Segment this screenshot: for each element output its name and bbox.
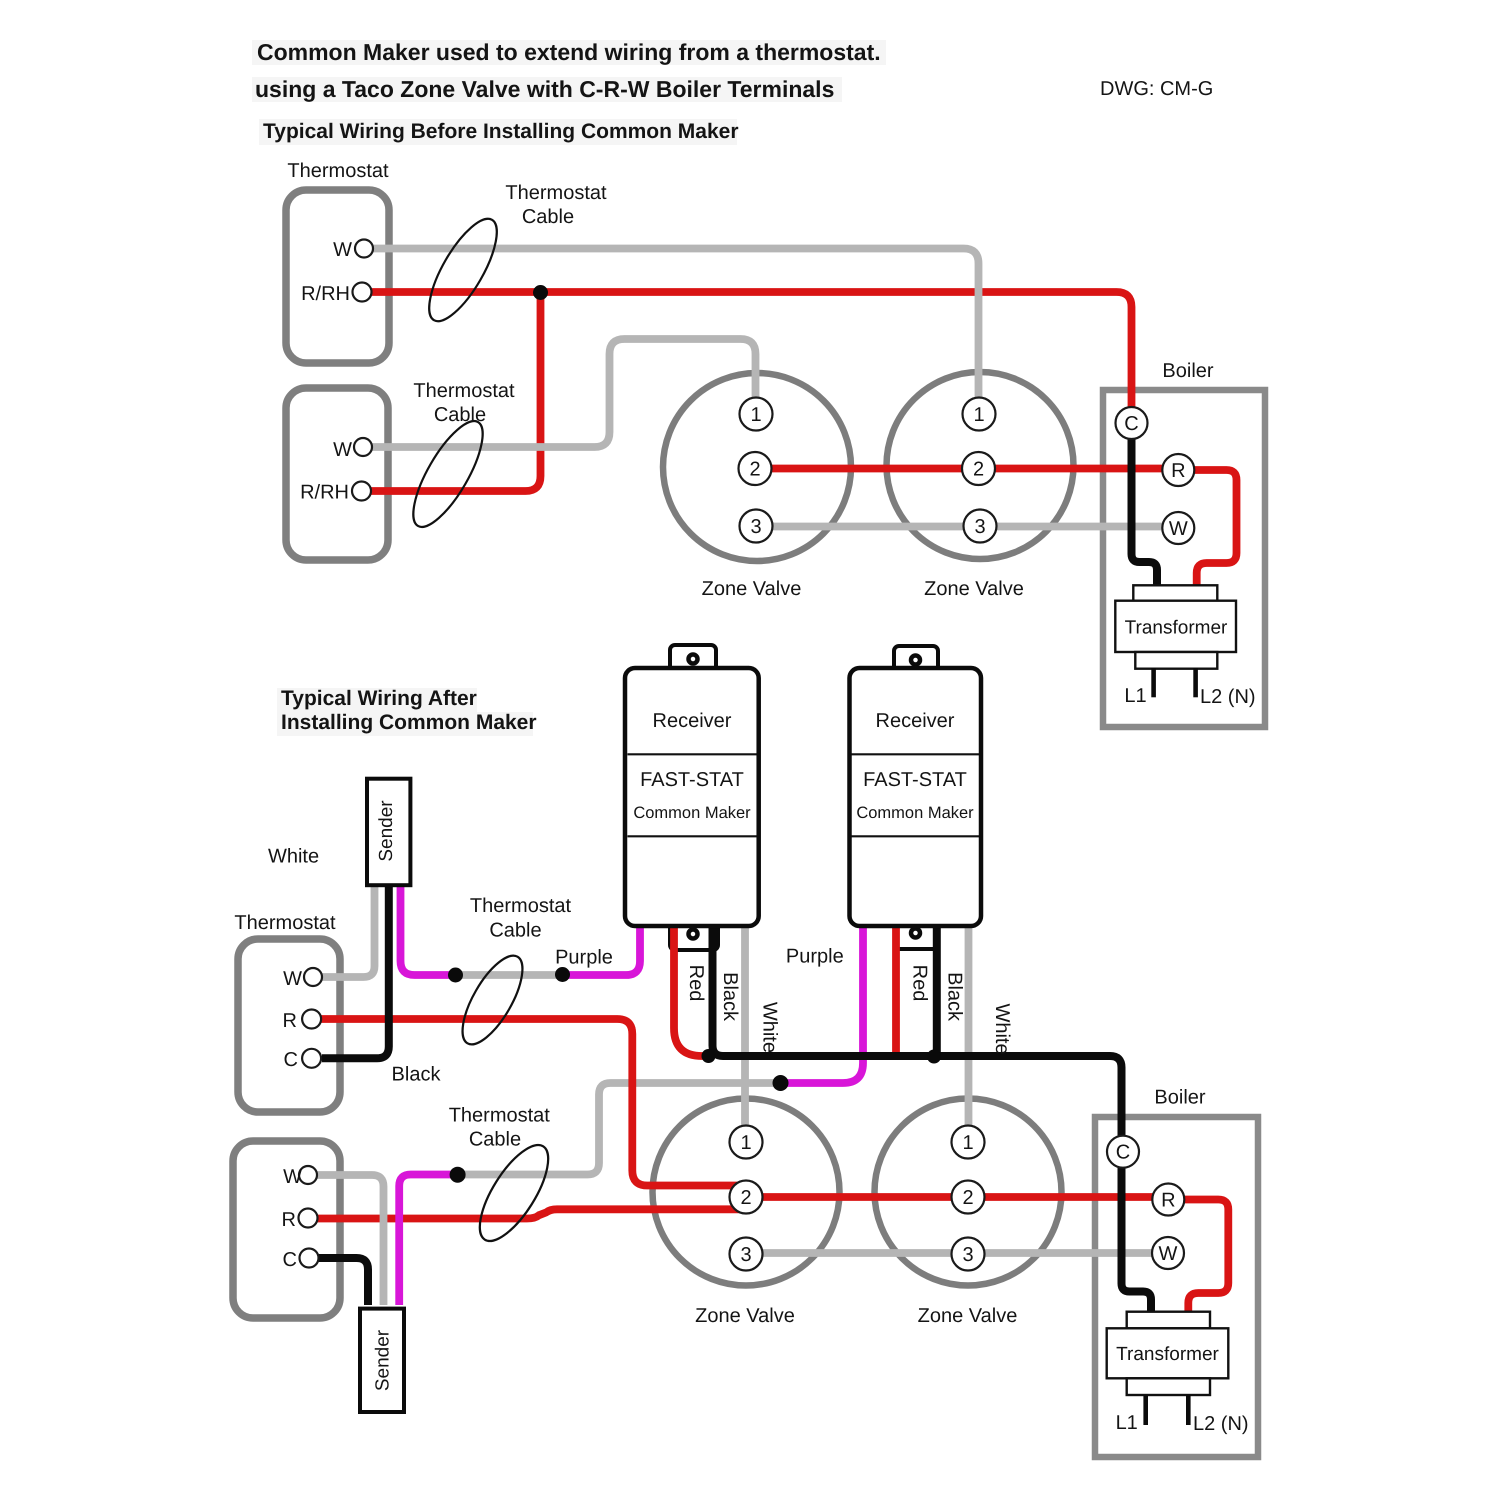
svg-text:Black: Black <box>719 972 741 1022</box>
svg-text:Common Maker: Common Maker <box>633 804 751 822</box>
svg-text:Typical Wiring Before Installi: Typical Wiring Before Installing Common … <box>263 120 739 143</box>
svg-text:W: W <box>283 968 302 990</box>
svg-text:W: W <box>333 239 352 261</box>
svg-text:Thermostat: Thermostat <box>470 895 572 917</box>
svg-text:R/RH: R/RH <box>301 283 350 305</box>
svg-text:3: 3 <box>974 516 985 538</box>
svg-text:Boiler: Boiler <box>1162 360 1213 382</box>
svg-text:R: R <box>1161 1190 1175 1212</box>
svg-text:C: C <box>284 1049 298 1071</box>
svg-text:W: W <box>283 1166 302 1188</box>
svg-text:Typical Wiring After: Typical Wiring After <box>281 687 477 710</box>
svg-text:Thermostat: Thermostat <box>287 160 389 182</box>
svg-text:Cable: Cable <box>489 920 541 942</box>
svg-text:White: White <box>991 1003 1013 1054</box>
svg-text:Zone Valve: Zone Valve <box>924 578 1024 600</box>
svg-text:Thermostat: Thermostat <box>505 182 607 204</box>
svg-text:Common Maker: Common Maker <box>856 804 974 822</box>
svg-text:Cable: Cable <box>469 1129 521 1151</box>
svg-text:L1: L1 <box>1116 1412 1138 1434</box>
svg-text:3: 3 <box>962 1244 973 1266</box>
svg-text:using a Taco Zone Valve with C: using a Taco Zone Valve with C-R-W Boile… <box>255 76 834 102</box>
svg-text:L1: L1 <box>1124 685 1146 707</box>
svg-text:2: 2 <box>740 1187 751 1209</box>
svg-text:Boiler: Boiler <box>1154 1087 1205 1109</box>
svg-text:L2 (N): L2 (N) <box>1200 686 1256 708</box>
svg-text:DWG: CM-G: DWG: CM-G <box>1100 78 1213 100</box>
svg-text:W: W <box>1169 518 1188 540</box>
svg-text:Thermostat: Thermostat <box>234 912 336 934</box>
svg-text:Zone Valve: Zone Valve <box>695 1305 795 1327</box>
svg-text:Installing Common Maker: Installing Common Maker <box>281 711 537 734</box>
svg-text:2: 2 <box>749 459 760 481</box>
svg-text:1: 1 <box>973 404 984 426</box>
svg-text:Black: Black <box>944 972 966 1022</box>
svg-text:Transformer: Transformer <box>1125 618 1228 639</box>
svg-text:2: 2 <box>973 459 984 481</box>
svg-text:Sender: Sender <box>373 1329 394 1391</box>
svg-text:1: 1 <box>962 1132 973 1154</box>
svg-text:C: C <box>283 1249 297 1271</box>
svg-text:FAST-STAT: FAST-STAT <box>863 769 967 791</box>
svg-text:1: 1 <box>740 1132 751 1154</box>
svg-text:Zone Valve: Zone Valve <box>918 1305 1018 1327</box>
svg-text:Transformer: Transformer <box>1116 1344 1219 1365</box>
svg-text:R: R <box>282 1209 296 1231</box>
svg-text:Thermostat: Thermostat <box>449 1105 551 1127</box>
svg-text:Cable: Cable <box>434 404 486 426</box>
svg-text:2: 2 <box>962 1187 973 1209</box>
svg-text:1: 1 <box>750 404 761 426</box>
svg-text:C: C <box>1116 1142 1130 1164</box>
svg-text:Receiver: Receiver <box>653 710 732 732</box>
svg-text:3: 3 <box>740 1244 751 1266</box>
svg-text:W: W <box>333 439 352 461</box>
svg-text:Cable: Cable <box>522 206 574 228</box>
svg-text:R/RH: R/RH <box>300 482 349 504</box>
svg-text:Common Maker used to extend wi: Common Maker used to extend wiring from … <box>257 39 881 65</box>
svg-text:FAST-STAT: FAST-STAT <box>640 769 744 791</box>
svg-text:W: W <box>1159 1243 1178 1265</box>
svg-text:L2 (N): L2 (N) <box>1193 1413 1249 1435</box>
svg-text:C: C <box>1124 413 1138 435</box>
svg-text:R: R <box>1171 460 1185 482</box>
svg-text:R: R <box>283 1010 297 1032</box>
svg-text:Receiver: Receiver <box>876 710 955 732</box>
svg-text:White: White <box>268 846 319 868</box>
svg-text:Black: Black <box>392 1064 442 1086</box>
svg-text:Sender: Sender <box>376 800 397 862</box>
svg-text:Red: Red <box>909 965 931 1002</box>
svg-text:White: White <box>759 1002 781 1053</box>
svg-text:Purple: Purple <box>786 946 844 968</box>
svg-text:Zone Valve: Zone Valve <box>702 578 802 600</box>
svg-text:3: 3 <box>750 516 761 538</box>
svg-text:Thermostat: Thermostat <box>413 380 515 402</box>
svg-text:Purple: Purple <box>555 947 613 969</box>
svg-text:Red: Red <box>685 965 707 1002</box>
